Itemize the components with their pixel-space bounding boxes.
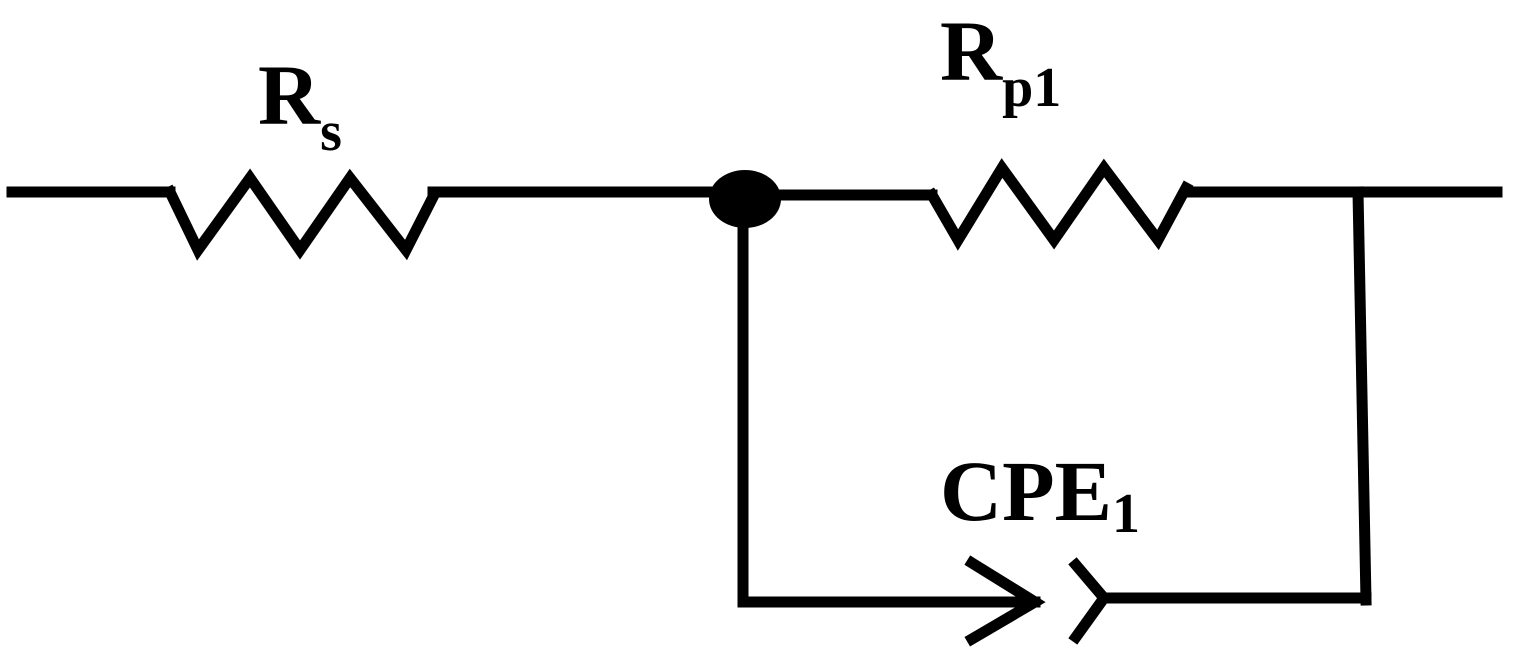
cpe1-left-chevron	[964, 555, 1046, 647]
right-branch-wire	[1352, 186, 1372, 606]
cpe1-label-subscript: 1	[1112, 483, 1140, 545]
rp1-label: Rp1	[940, 3, 1061, 119]
cpe1-label: CPE1	[940, 443, 1140, 545]
junction-node	[709, 170, 781, 228]
rs-resistor	[162, 168, 441, 261]
rp1-label-subscript: p1	[1002, 57, 1061, 119]
rs-label-main: R	[258, 47, 321, 143]
rp1-resistor	[924, 158, 1194, 251]
rs-label: Rs	[258, 47, 342, 163]
rp1-label-main: R	[940, 3, 1003, 99]
cpe1-label-main: CPE	[940, 443, 1112, 539]
rs-label-subscript: s	[320, 101, 342, 163]
